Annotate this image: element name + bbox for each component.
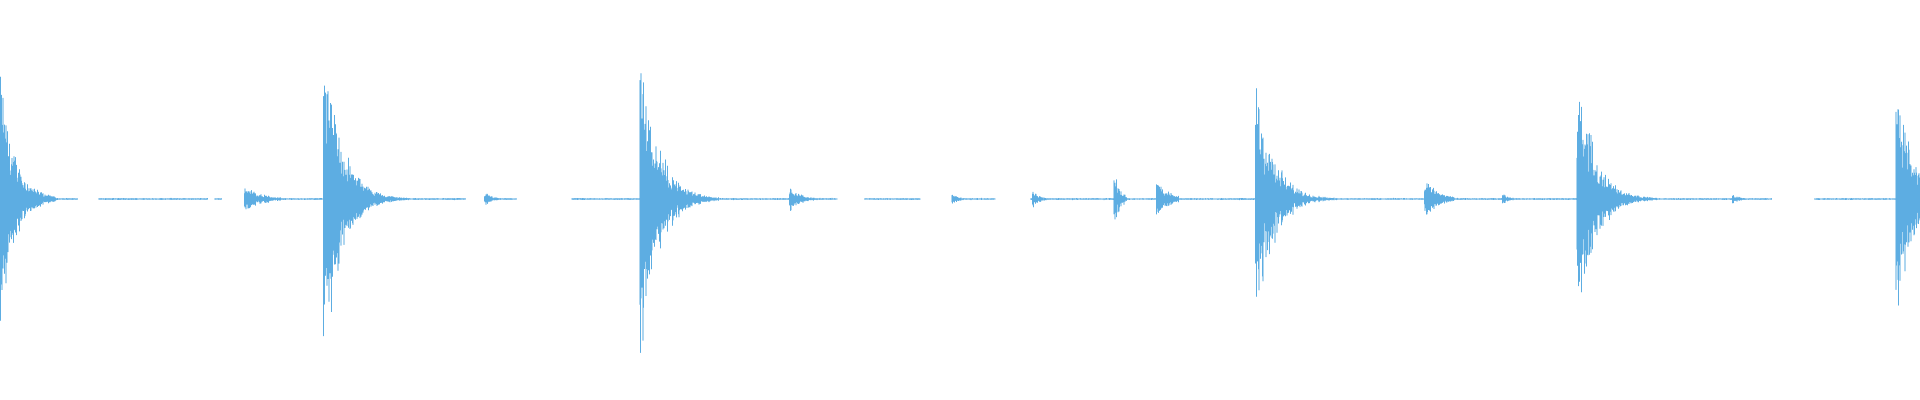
waveform-trace	[0, 73, 1920, 353]
waveform-path	[0, 73, 1920, 353]
